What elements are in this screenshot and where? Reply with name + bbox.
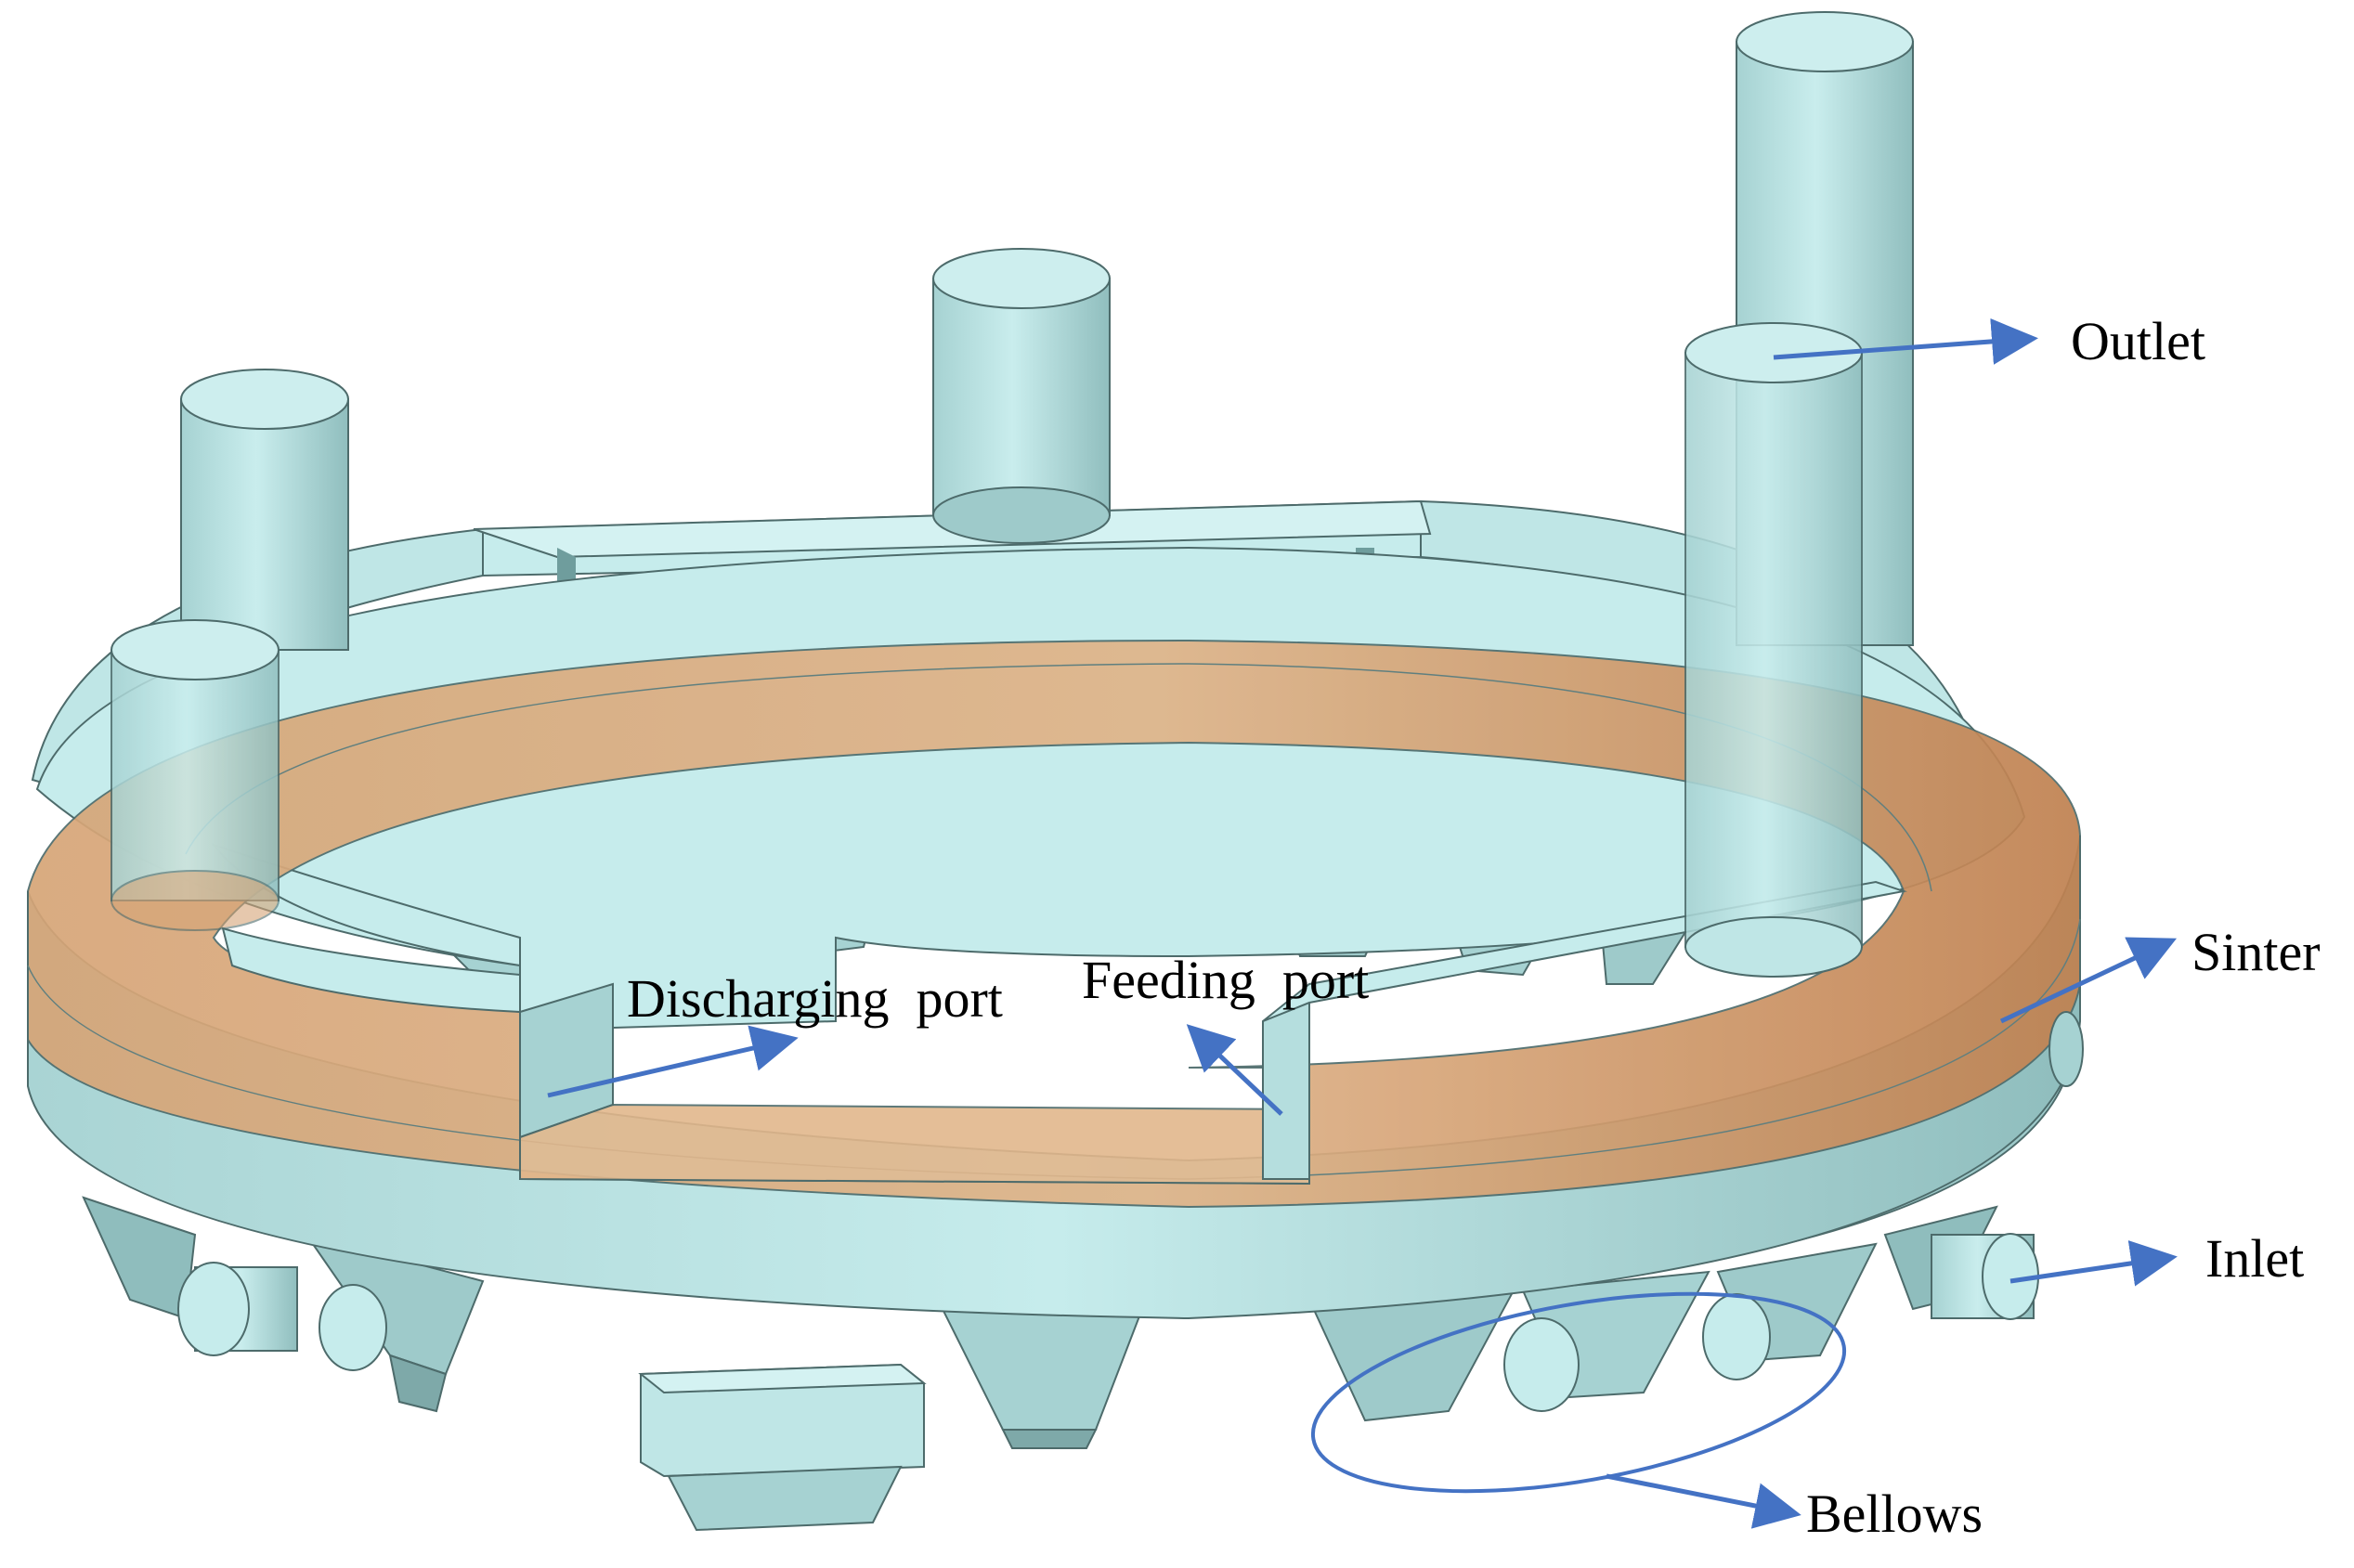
pipe-right-front xyxy=(1684,322,1863,978)
bellows-hoppers xyxy=(82,1196,1998,1449)
inlet-arrow xyxy=(2009,1240,2178,1287)
sinter-label: Sinter xyxy=(2191,922,2321,982)
discharging-port-label: Discharging port xyxy=(627,968,1003,1029)
inlet-label: Inlet xyxy=(2205,1228,2304,1289)
left-inlet-pipe xyxy=(177,1262,298,1356)
feeding-port-arrow xyxy=(1186,1024,1283,1116)
sinter-arrow xyxy=(1999,937,2178,1024)
outlet-arrow xyxy=(1773,317,2038,365)
feeding-port-label: Feeding port xyxy=(1082,950,1369,1010)
discharging-port-arrow xyxy=(547,1025,799,1098)
pipe-left-front xyxy=(111,619,280,931)
bellows-arrow xyxy=(1606,1473,1801,1529)
pipe-left-back xyxy=(180,369,349,651)
outlet-label: Outlet xyxy=(2071,311,2205,371)
bellows-label: Bellows xyxy=(1806,1484,1983,1544)
annotation-arrows xyxy=(547,317,2178,1529)
right-inlet-pipe xyxy=(1931,1011,2084,1320)
pipe-center xyxy=(932,248,1111,544)
bellows-highlight-ellipse xyxy=(1310,1291,1847,1494)
bottom-box xyxy=(638,1363,927,1532)
